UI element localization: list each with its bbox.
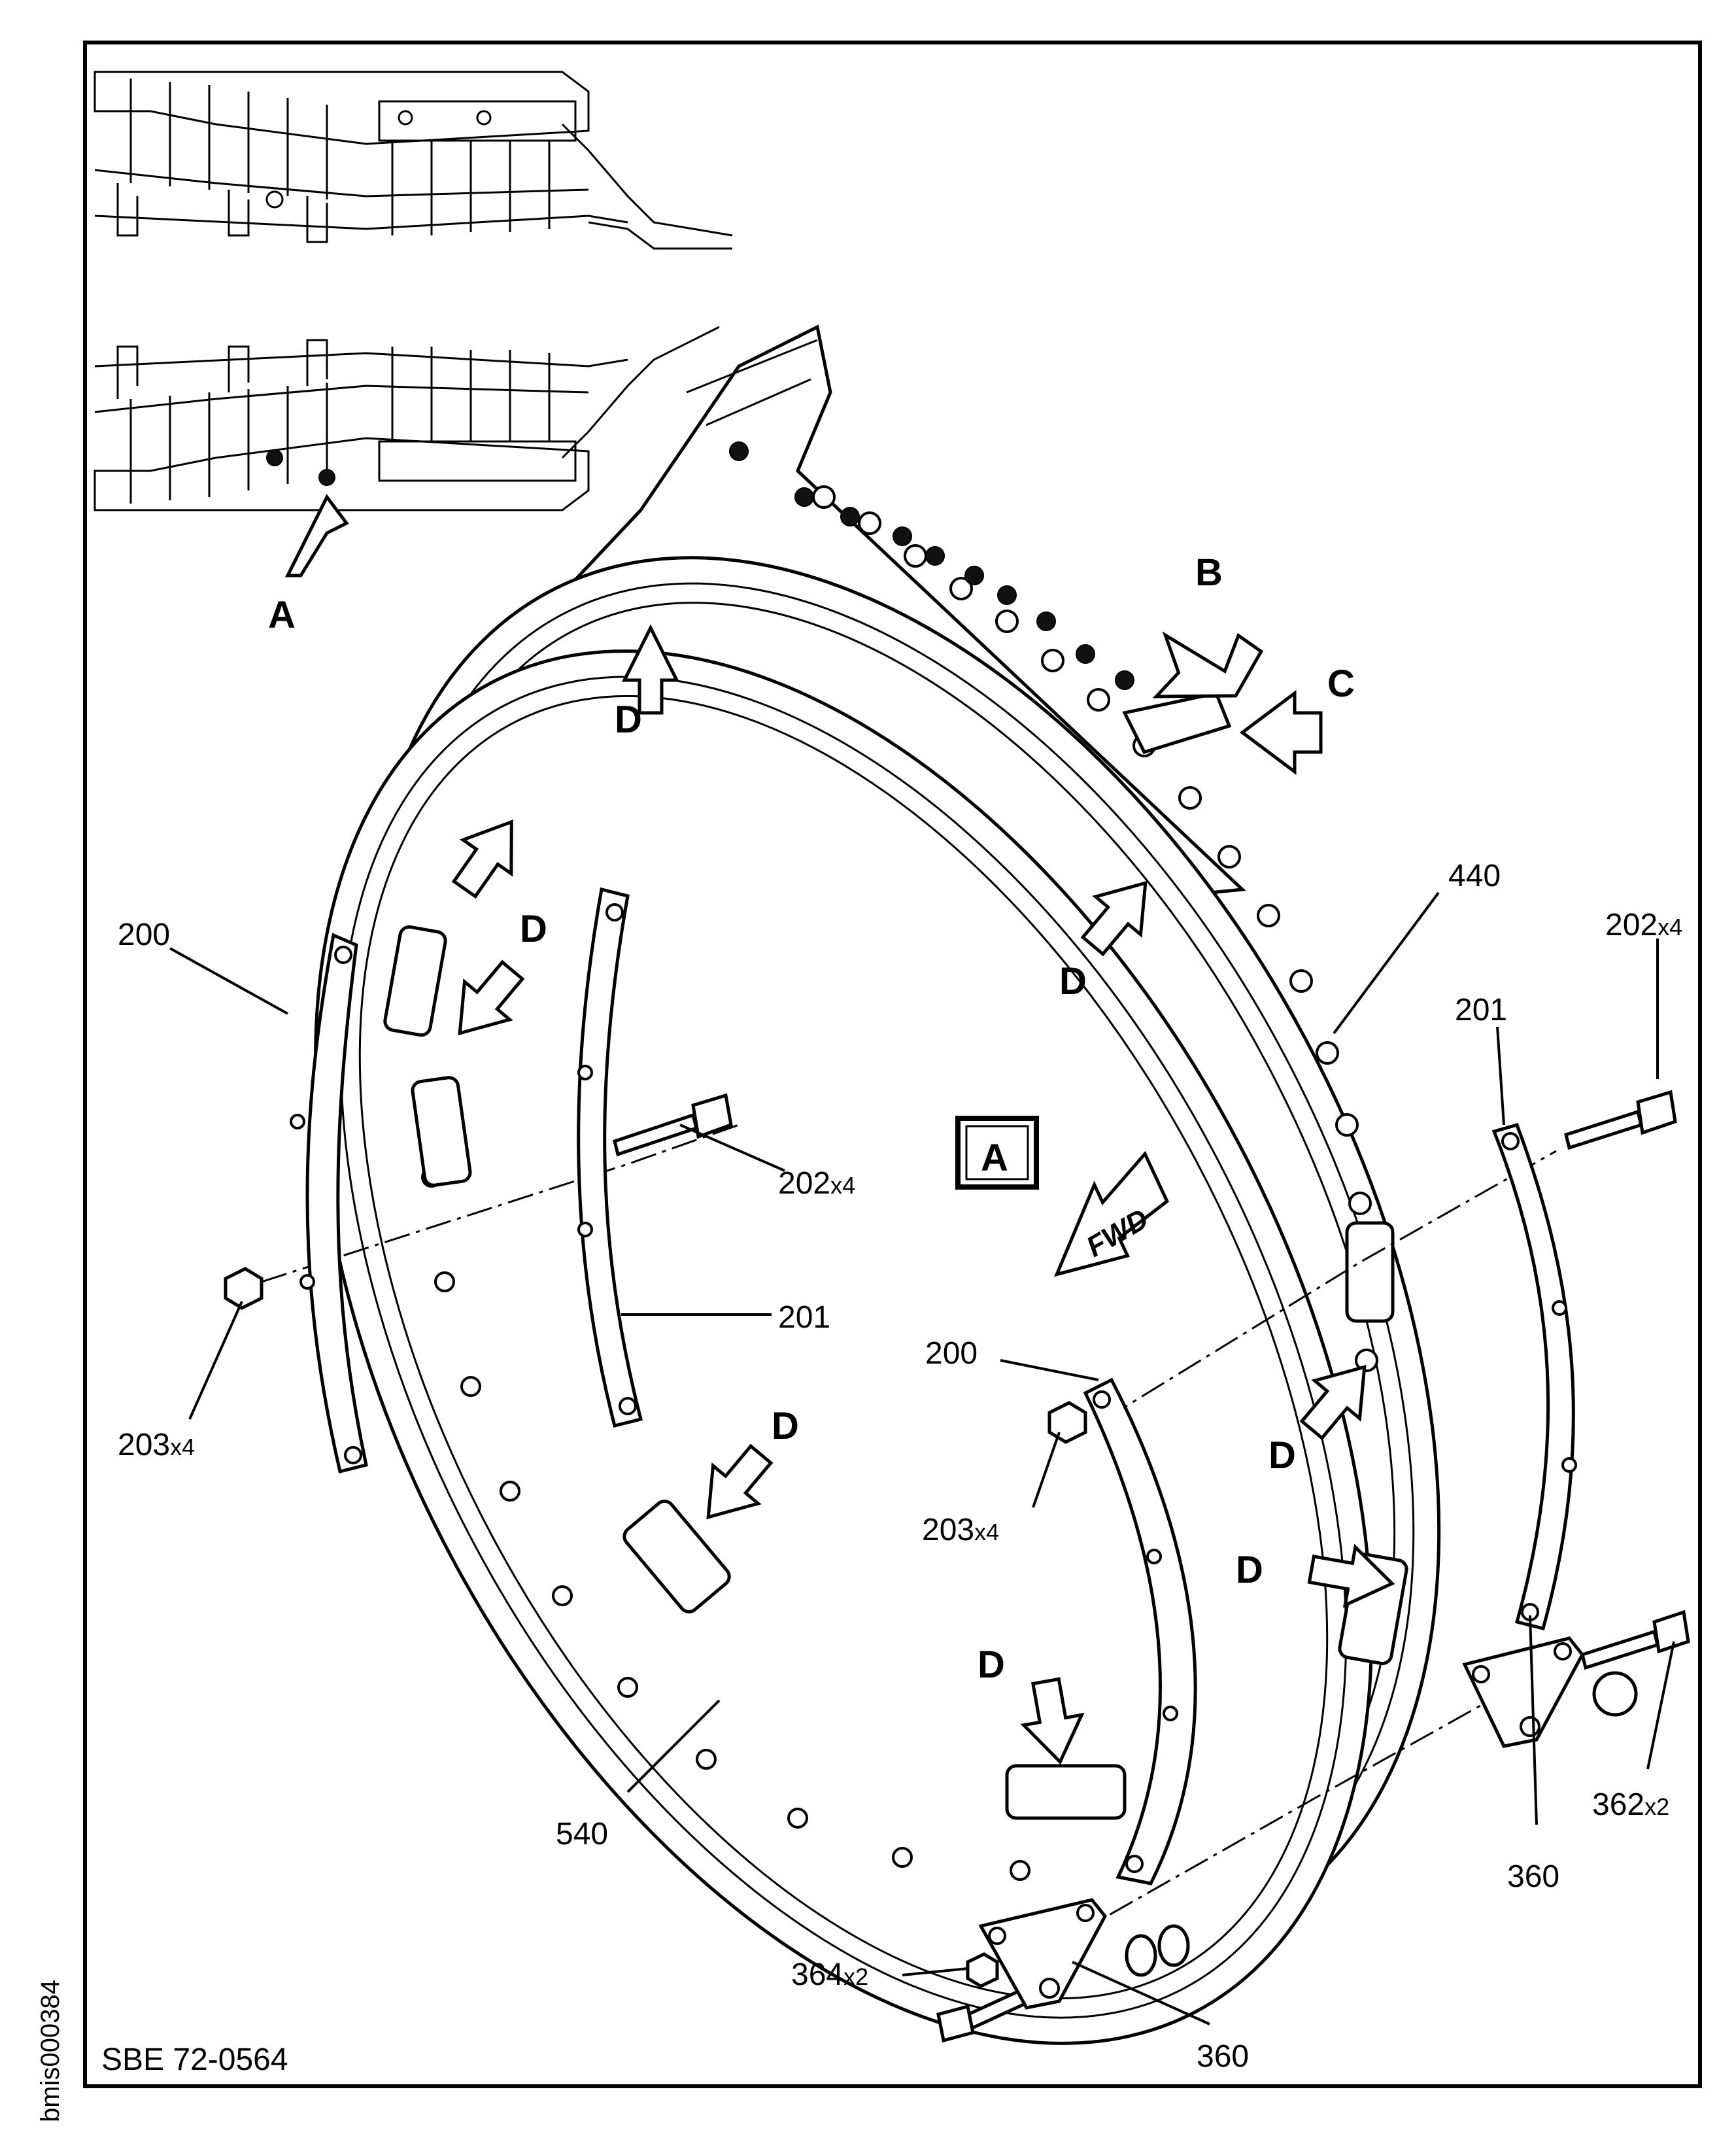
ring-slot-pad	[1005, 1764, 1127, 1820]
callout-202-right-qty: x4	[1658, 914, 1682, 940]
callout-360-bottom: 360	[1197, 2039, 1249, 2074]
callout-203-center-qty: x4	[974, 1519, 999, 1545]
view-arrow-d-label: D	[772, 1405, 799, 1447]
spacer-362	[1592, 1671, 1638, 1717]
ring-440-bracket	[1122, 691, 1232, 755]
view-arrow-d-label: D	[1236, 1549, 1263, 1591]
callout-203-left: 203x4	[118, 1428, 195, 1462]
callout-364-qty: x2	[843, 1963, 868, 1990]
callout-362-qty: x2	[1644, 1793, 1669, 1820]
callout-360-right: 360	[1507, 1859, 1559, 1894]
callout-201-right: 201	[1455, 993, 1507, 1027]
callout-202-right: 202x4	[1605, 908, 1682, 942]
view-arrow-d-label: D	[1268, 1434, 1296, 1477]
callout-440: 440	[1448, 859, 1501, 893]
view-arrow-d-label: D	[615, 698, 642, 741]
callout-364: 364x2	[791, 1957, 868, 1992]
assembly-centerline	[1104, 1150, 1557, 1420]
ring-slot-pad	[411, 1076, 472, 1187]
callout-202-mid: 202x4	[778, 1166, 855, 1201]
view-arrow-c: C	[1239, 663, 1355, 775]
leader-lines	[169, 891, 1675, 2025]
callout-203-center-number: 203	[922, 1513, 974, 1547]
ring-slot-pad	[622, 1500, 731, 1613]
document-reference: SBE 72-0564	[101, 2042, 288, 2077]
nut-203-center	[1047, 1401, 1087, 1444]
callout-202-mid-number: 202	[778, 1166, 830, 1201]
figure-frame	[83, 41, 1702, 2088]
callout-201-mid: 201	[778, 1300, 830, 1335]
segment-200-left	[290, 933, 368, 1474]
nut-364	[966, 1952, 999, 1988]
bracket-360-bottom	[978, 1898, 1107, 2010]
callout-203-left-number: 203	[118, 1428, 170, 1462]
view-label-text: A	[981, 1137, 1008, 1179]
engine-cross-section-inset: A	[94, 71, 733, 636]
segment-201-mid	[577, 887, 643, 1428]
callout-362-number: 362	[1592, 1787, 1644, 1822]
view-arrows-d: D D D D D D D	[451, 624, 1395, 1765]
segment-201-right	[1491, 1122, 1577, 1631]
assembly-centerline	[1072, 1673, 1537, 1937]
bolt-202-mid	[613, 1093, 733, 1157]
bracket-360-right	[1462, 1636, 1584, 1748]
engine-section-lower	[94, 326, 720, 511]
view-arrow-d-label: D	[1059, 960, 1087, 1003]
ring-540	[314, 649, 1408, 2045]
view-a-indicator-arrow	[284, 494, 349, 577]
callout-362: 362x2	[1592, 1787, 1669, 1822]
callout-540: 540	[556, 1817, 608, 1851]
callout-200-left: 200	[118, 918, 170, 952]
image-id: bmis000384	[36, 1980, 65, 2122]
washer	[1157, 1924, 1190, 1967]
callout-202-mid-qty: x4	[830, 1172, 855, 1199]
engine-section-upper	[94, 71, 733, 250]
callout-202-right-number: 202	[1605, 908, 1658, 942]
view-arrow-c-label: C	[1327, 663, 1355, 705]
bolt-202-right	[1564, 1090, 1677, 1150]
callout-203-center: 203x4	[922, 1513, 999, 1547]
ring-540-holes	[421, 1167, 1030, 1881]
segment-200-center	[1083, 1377, 1197, 1885]
view-a-arrow-label: A	[268, 594, 296, 636]
ring-slot-pad	[1345, 1221, 1395, 1323]
bolt-362	[1580, 1609, 1690, 1670]
view-arrow-b-label: B	[1195, 551, 1223, 594]
callout-364-number: 364	[791, 1957, 843, 1992]
view-arrow-b: B	[1152, 551, 1264, 698]
callouts: 200 202x4 201 203x4 440 202x4 201 200 20…	[118, 859, 1682, 2074]
view-label-box: A	[955, 1116, 1039, 1190]
view-arrow-d-label: D	[520, 908, 547, 950]
ring-440-bolt-row	[729, 441, 1134, 690]
ring-slot-pad	[383, 925, 447, 1037]
view-arrow-d-label: D	[978, 1644, 1005, 1686]
ring-440-holes	[812, 485, 1378, 1372]
fwd-arrow: FWD	[1054, 1150, 1169, 1277]
nut-203-left	[224, 1267, 264, 1310]
washer	[1125, 1934, 1157, 1977]
callout-203-left-qty: x4	[170, 1434, 195, 1460]
callout-200-center: 200	[925, 1336, 978, 1371]
